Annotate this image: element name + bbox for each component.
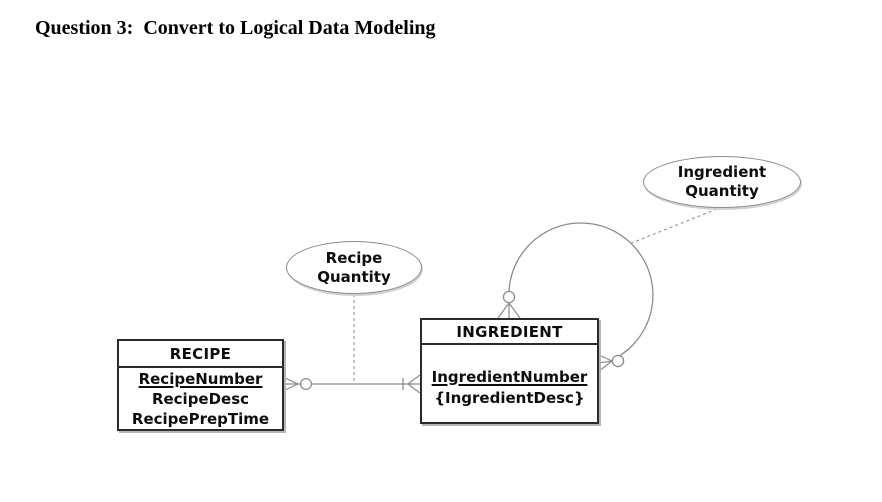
recipe-quantity-line2: Quantity — [317, 267, 391, 286]
entity-recipe: RECIPE RecipeNumber RecipeDesc RecipePre… — [117, 339, 284, 431]
crow-foot-many-icon-recipe-end — [282, 376, 299, 392]
crow-foot-many-icon-ingredient-right — [598, 354, 613, 372]
optional-circle-icon-ingredient-top — [502, 290, 516, 304]
optional-circle-icon-ingredient-right — [611, 354, 625, 368]
entity-recipe-attributes: RecipeNumber RecipeDesc RecipePrepTime — [119, 368, 282, 429]
entity-ingredient: INGREDIENT IngredientNumber {IngredientD… — [420, 318, 599, 424]
entity-ingredient-attributes: IngredientNumber {IngredientDesc} — [422, 345, 597, 422]
entity-ingredient-header: INGREDIENT — [422, 320, 597, 345]
attribute-ellipse-ingredient-quantity: Ingredient Quantity — [643, 156, 801, 208]
dashed-attribute-link-ingredient — [628, 208, 718, 245]
crow-foot-many-icon-ingredient-top — [497, 302, 521, 319]
attribute-ingredientdesc: {IngredientDesc} — [434, 388, 585, 407]
recipe-quantity-line1: Recipe — [325, 248, 383, 267]
attribute-recipepreptime: RecipePrepTime — [131, 409, 270, 428]
optional-circle-icon-recipe-end — [299, 377, 313, 391]
page-title: Question 3: Convert to Logical Data Mode… — [35, 17, 436, 39]
crow-foot-many-icon-ingredient-end — [407, 374, 421, 394]
attribute-recipedesc: RecipeDesc — [151, 389, 250, 408]
recursive-relationship-arc — [508, 222, 654, 357]
attribute-ellipse-recipe-quantity: Recipe Quantity — [286, 241, 422, 294]
ingredient-quantity-line2: Quantity — [685, 182, 759, 200]
entity-recipe-header: RECIPE — [119, 341, 282, 368]
ingredient-quantity-line1: Ingredient — [677, 163, 767, 181]
attribute-ingredientnumber: IngredientNumber — [431, 367, 588, 386]
attribute-recipenumber: RecipeNumber — [138, 369, 263, 388]
